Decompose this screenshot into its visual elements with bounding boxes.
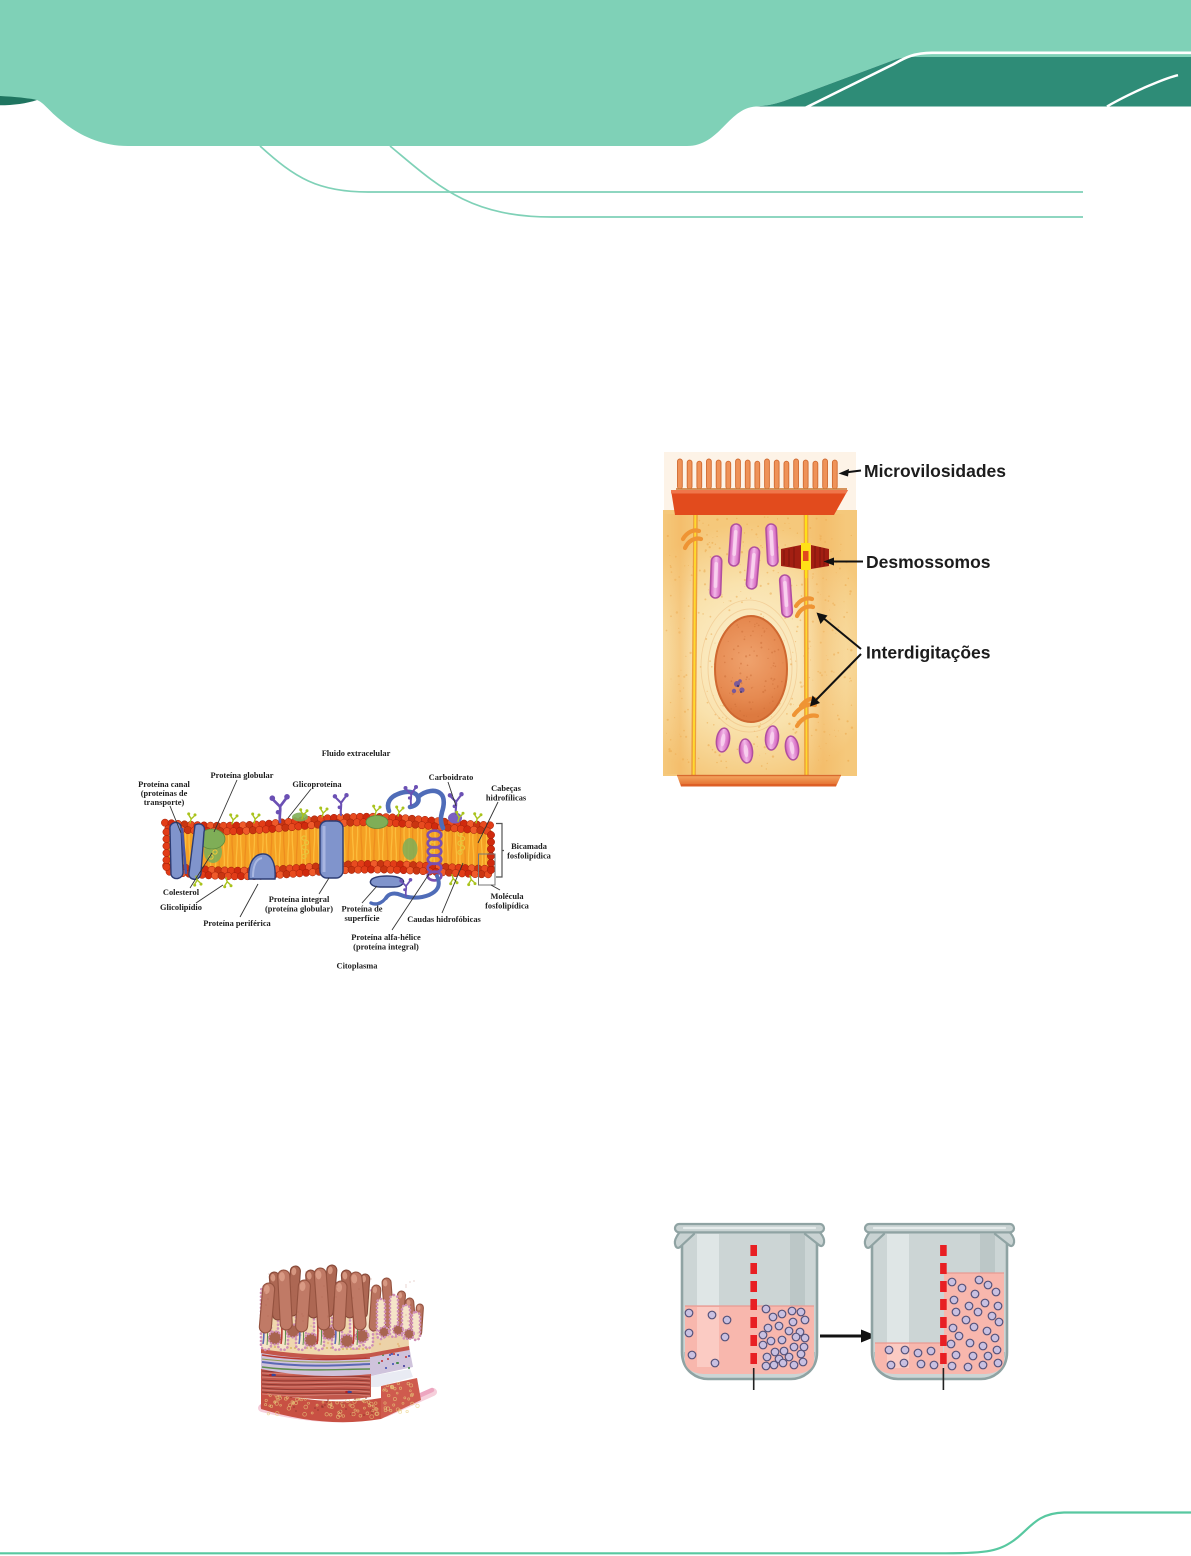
svg-text:Proteína canal: Proteína canal xyxy=(138,780,190,789)
svg-text:Glicolipídio: Glicolipídio xyxy=(160,903,202,912)
svg-text:Citoplasma: Citoplasma xyxy=(337,962,379,971)
svg-text:(proteína integral): (proteína integral) xyxy=(353,943,419,952)
svg-text:(proteína globular): (proteína globular) xyxy=(265,905,333,914)
svg-text:Proteína globular: Proteína globular xyxy=(211,771,274,780)
svg-text:Colesterol: Colesterol xyxy=(163,888,200,897)
svg-text:Microvilosidades: Microvilosidades xyxy=(864,461,1006,481)
svg-text:superfície: superfície xyxy=(345,914,380,923)
svg-text:Glicoproteína: Glicoproteína xyxy=(292,780,342,789)
svg-text:Desmossomos: Desmossomos xyxy=(866,552,991,572)
svg-text:Caudas hidrofóbicas: Caudas hidrofóbicas xyxy=(407,915,481,924)
svg-text:Carboidrato: Carboidrato xyxy=(429,773,474,782)
svg-text:Molécula: Molécula xyxy=(490,892,524,901)
svg-text:Proteína alfa-hélice: Proteína alfa-hélice xyxy=(351,933,421,942)
svg-text:Interdigitações: Interdigitações xyxy=(866,643,991,663)
svg-text:Bicamada: Bicamada xyxy=(511,842,548,851)
svg-text:hidrofílicas: hidrofílicas xyxy=(486,794,527,803)
svg-text:Proteína periférica: Proteína periférica xyxy=(203,919,271,928)
svg-text:fosfolipídica: fosfolipídica xyxy=(485,902,530,911)
svg-text:Proteína de: Proteína de xyxy=(341,905,382,914)
svg-text:fosfolipídica: fosfolipídica xyxy=(507,852,552,861)
svg-text:Cabeças: Cabeças xyxy=(491,784,522,793)
svg-text:Fluido extracelular: Fluido extracelular xyxy=(322,749,391,758)
svg-text:transporte): transporte) xyxy=(144,798,185,807)
svg-text:Proteína integral: Proteína integral xyxy=(269,895,330,904)
svg-text:(proteínas de: (proteínas de xyxy=(141,789,188,798)
